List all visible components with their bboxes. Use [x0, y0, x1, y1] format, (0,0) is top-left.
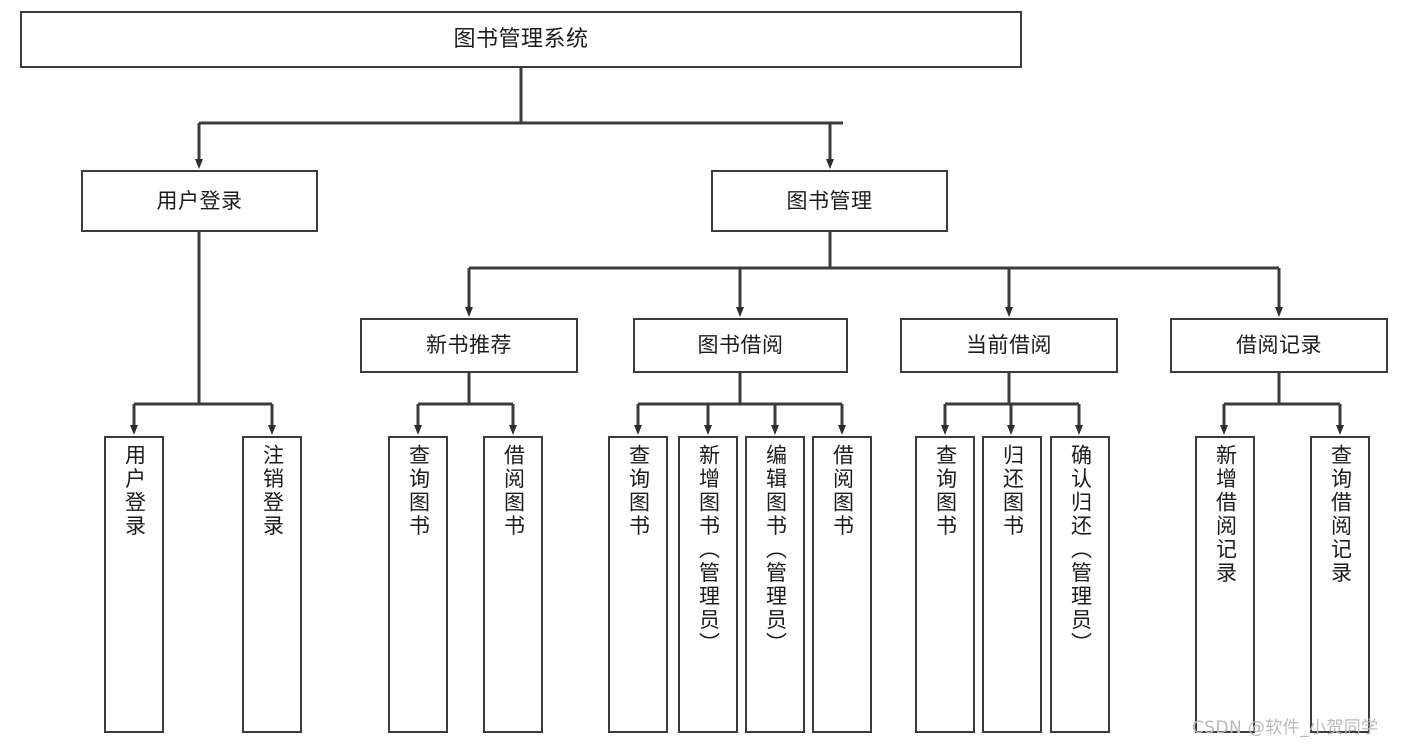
- node-label: 用户登录: [122, 444, 147, 538]
- node-root-system[interactable]: 图书管理系统: [20, 11, 1022, 68]
- node-label: 借阅图书: [501, 444, 526, 538]
- node-label: 图书管理: [786, 188, 873, 213]
- node-book-borrow[interactable]: 图书借阅: [633, 318, 848, 373]
- node-label: 归还图书: [1000, 444, 1025, 538]
- node-label: 编辑图书（管理员）: [763, 444, 788, 656]
- node-label: 新增图书（管理员）: [696, 444, 721, 656]
- node-label: 查询图书: [626, 444, 651, 538]
- node-label: 查询图书: [406, 444, 431, 538]
- leaf-query-book-borrow[interactable]: 查询图书: [608, 436, 668, 733]
- node-book-management[interactable]: 图书管理: [711, 170, 948, 232]
- node-label: 用户登录: [156, 188, 243, 213]
- leaf-add-borrow-record[interactable]: 新增借阅记录: [1195, 436, 1255, 733]
- leaf-confirm-return-admin[interactable]: 确认归还（管理员）: [1050, 436, 1110, 733]
- leaf-borrow-book-recommend[interactable]: 借阅图书: [483, 436, 543, 733]
- node-label: 注销登录: [260, 444, 285, 538]
- leaf-query-borrow-record[interactable]: 查询借阅记录: [1310, 436, 1370, 733]
- leaf-user-login[interactable]: 用户登录: [104, 436, 164, 733]
- node-label: 新增借阅记录: [1213, 444, 1238, 585]
- node-label: 借阅图书: [830, 444, 855, 538]
- node-label: 当前借阅: [966, 333, 1052, 358]
- watermark-text: CSDN @软件_小贺同学: [1192, 718, 1379, 738]
- node-label: 图书管理系统: [453, 26, 589, 52]
- node-user-login[interactable]: 用户登录: [81, 170, 318, 232]
- node-label: 查询借阅记录: [1328, 444, 1353, 585]
- leaf-edit-book-admin[interactable]: 编辑图书（管理员）: [745, 436, 805, 733]
- leaf-logout[interactable]: 注销登录: [242, 436, 302, 733]
- node-label: 查询图书: [933, 444, 958, 538]
- node-label: 新书推荐: [426, 333, 512, 358]
- node-new-book-recommend[interactable]: 新书推荐: [360, 318, 578, 373]
- leaf-add-book-admin[interactable]: 新增图书（管理员）: [678, 436, 738, 733]
- leaf-query-book-current[interactable]: 查询图书: [915, 436, 975, 733]
- leaf-borrow-book[interactable]: 借阅图书: [812, 436, 872, 733]
- node-label: 确认归还（管理员）: [1068, 444, 1093, 656]
- node-label: 图书借阅: [697, 333, 784, 358]
- node-borrow-record[interactable]: 借阅记录: [1170, 318, 1388, 373]
- leaf-return-book[interactable]: 归还图书: [982, 436, 1042, 733]
- node-label: 借阅记录: [1236, 333, 1322, 358]
- leaf-query-book-recommend[interactable]: 查询图书: [388, 436, 448, 733]
- node-current-borrow[interactable]: 当前借阅: [900, 318, 1118, 373]
